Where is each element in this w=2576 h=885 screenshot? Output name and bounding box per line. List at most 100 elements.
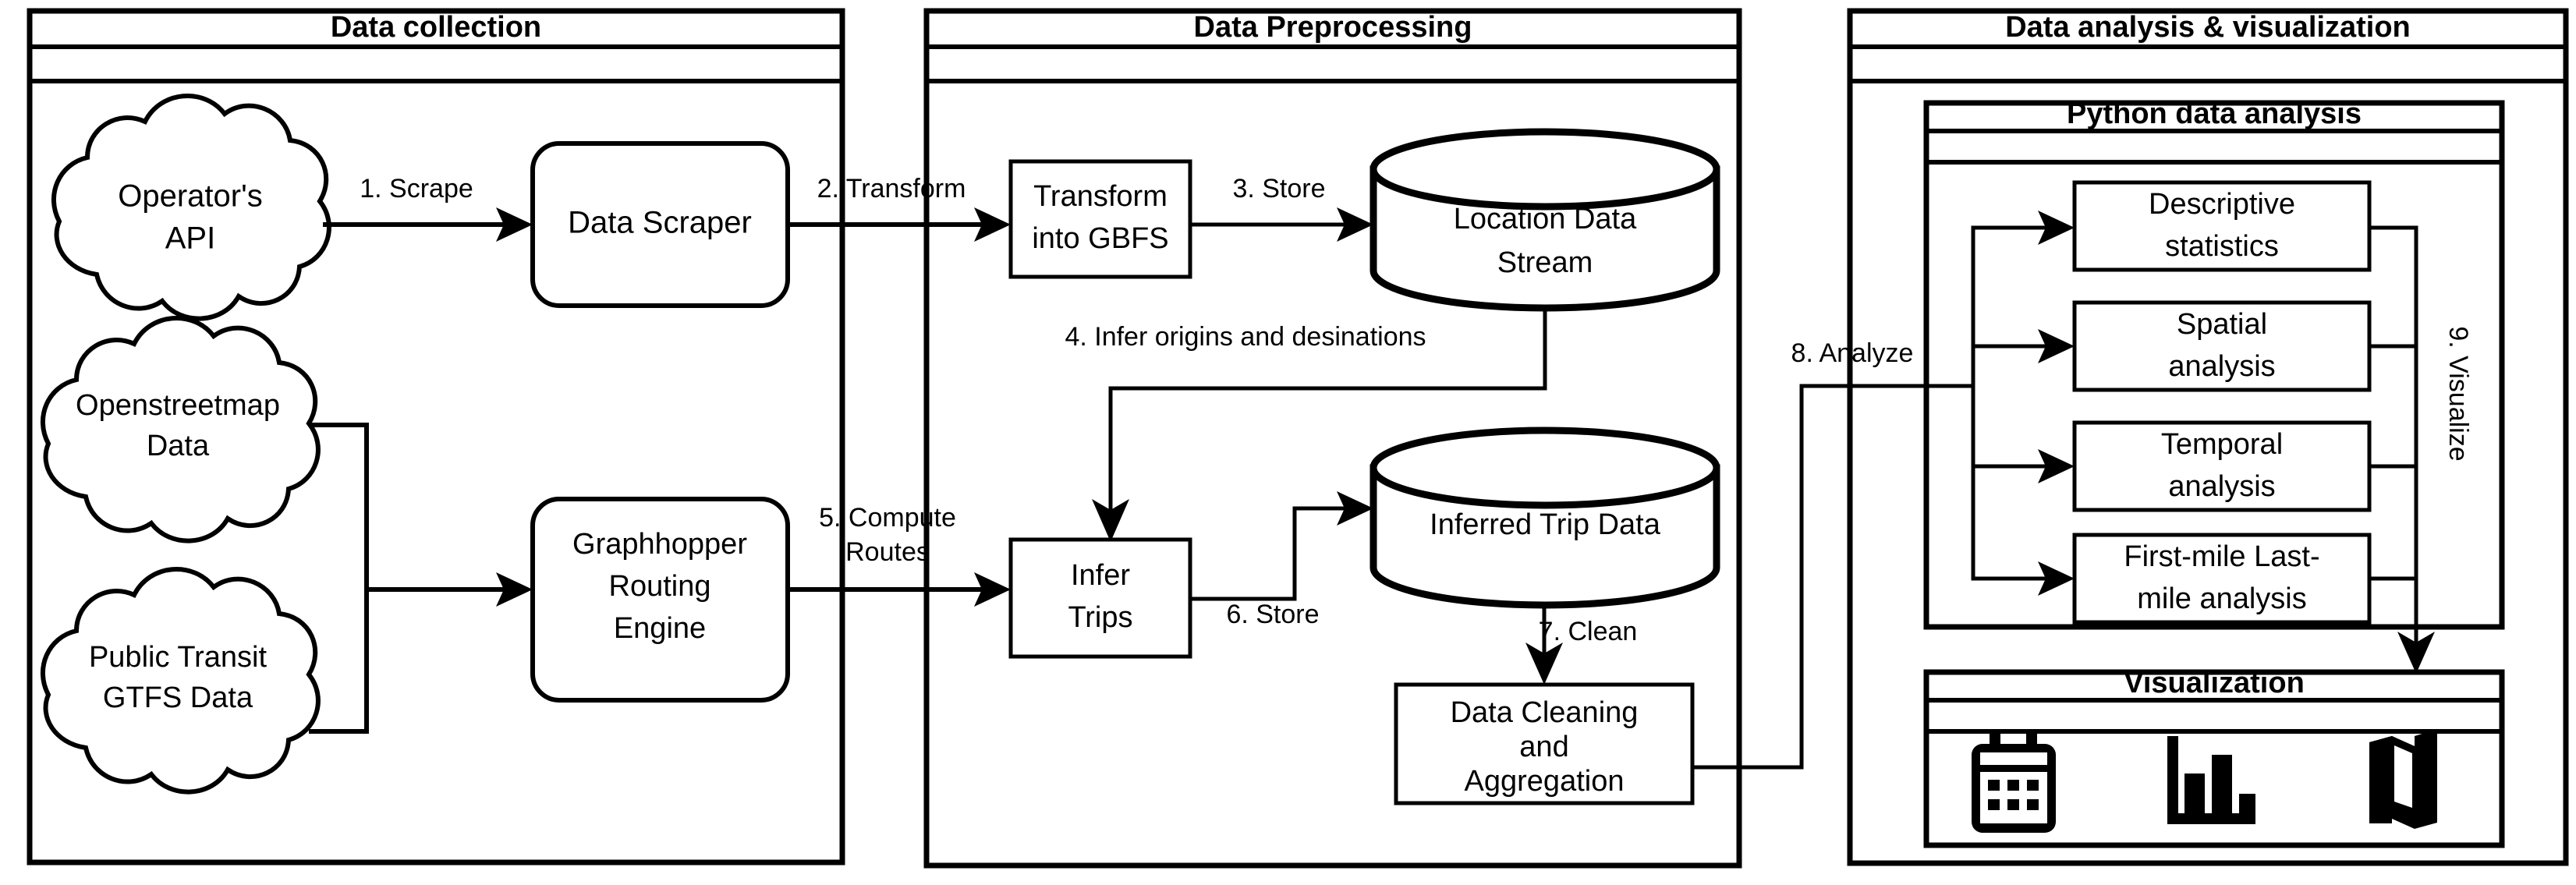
temporal-analysis-label-line2: analysis [2168, 470, 2275, 503]
first-last-mile-label-line1: First-mile Last- [2124, 540, 2319, 573]
edge-analyze-line [1692, 384, 1973, 770]
edge-analyze-descriptive-arrowhead [2038, 211, 2075, 245]
calendar-icon[interactable] [1972, 733, 2056, 833]
edge-visualize-arrowhead [2397, 632, 2435, 674]
map-icon[interactable] [2369, 729, 2437, 829]
edge-store-inferred-arrowhead [1337, 491, 1373, 526]
spatial-analysis-label-line2: analysis [2168, 350, 2275, 383]
graphhopper-label-line2: Routing [609, 570, 711, 603]
panel-data-preprocessing-border [923, 8, 1742, 869]
graphhopper-label-line1: Graphhopper [572, 528, 747, 561]
edge-analyze-temporal-arrowhead [2038, 449, 2075, 483]
edge-infer-origins-line [1108, 306, 1547, 521]
node-data-scraper[interactable]: Data Scraper [530, 141, 790, 308]
subpanel-visualization-title: Visualization [2124, 667, 2305, 699]
edge-transform-arrowhead [974, 207, 1011, 242]
node-openstreetmap-data[interactable]: Openstreetmap Data [40, 316, 321, 543]
gtfs-label-line1: Public Transit [89, 641, 268, 674]
location-data-stream-label-line2: Stream [1497, 246, 1593, 279]
edge-analyze-to-descriptive [1971, 225, 2056, 386]
descriptive-statistics-label-line1: Descriptive [2149, 188, 2295, 221]
edge-store-inferred: 6. Store [1190, 491, 1373, 629]
graphhopper-label-line3: Engine [614, 612, 706, 645]
panel-data-analysis-visualization: Data analysis & visualization [1847, 8, 2569, 866]
bar-chart-icon[interactable] [2167, 736, 2255, 824]
inferred-trip-data-label: Inferred Trip Data [1430, 508, 1661, 541]
location-data-stream-label-line1: Location Data [1454, 203, 1637, 235]
node-data-cleaning-aggregation[interactable]: Data Cleaning and Aggregation [1394, 682, 1695, 805]
subpanel-python-border [1923, 100, 2505, 630]
node-public-transit-gtfs-data[interactable]: Public Transit GTFS Data [40, 567, 321, 795]
edge-visualize-bus [2369, 225, 2418, 655]
node-transform-into-gbfs[interactable]: Transform into GBFS [1008, 159, 1192, 279]
data-cleaning-label-line3: Aggregation [1465, 765, 1625, 798]
data-cleaning-box [1394, 682, 1695, 805]
edge-clean-label: 7. Clean [1539, 617, 1638, 646]
subpanel-python-title: Python data analysis [2067, 97, 2362, 130]
edge-clean-arrowhead [1525, 643, 1563, 685]
node-spatial-analysis[interactable]: Spatial analysis [2072, 300, 2372, 392]
edge-analyze-fanout [1971, 211, 2075, 596]
node-inferred-trip-data[interactable]: Inferred Trip Data [1369, 427, 1720, 609]
edge-store-inferred-label: 6. Store [1226, 600, 1319, 629]
node-infer-trips[interactable]: Infer Trips [1008, 537, 1192, 659]
edge-osm-gtfs-to-graphhopper [309, 423, 533, 734]
spatial-analysis-label-line1: Spatial [2177, 308, 2267, 341]
node-location-data-stream[interactable]: Location Data Stream [1369, 128, 1720, 312]
transform-gbfs-label-line1: Transform [1033, 180, 1168, 213]
edge-store-location-arrowhead [1337, 207, 1373, 242]
first-last-mile-label-line2: mile analysis [2137, 582, 2307, 615]
node-descriptive-statistics[interactable]: Descriptive statistics [2072, 180, 2372, 272]
edge-scrape-label: 1. Scrape [360, 174, 473, 204]
edge-store-inferred-line [1190, 506, 1355, 601]
edge-infer-origins-destinations: 4. Infer origins and desinations [1065, 306, 1547, 542]
edge-analyze-first-last-mile-arrowhead [2038, 561, 2075, 596]
panel-data-collection-title: Data collection [331, 11, 541, 44]
graphhopper-box [530, 497, 790, 703]
edge-compute-routes: 5. Compute Routes [788, 503, 1011, 607]
subpanel-visualization: Visualization [1923, 667, 2505, 848]
data-scraper-label: Data Scraper [568, 206, 752, 240]
edge-gtfs-to-graphhopper-line [309, 589, 369, 734]
edge-infer-origins-label: 4. Infer origins and desinations [1065, 322, 1426, 352]
gtfs-label-line2: GTFS Data [103, 681, 253, 714]
panel-data-collection-border [27, 8, 845, 866]
panel-analysis-border [1847, 8, 2569, 866]
edge-transform-label: 2. Transform [817, 174, 966, 204]
edge-scrape: 1. Scrape [323, 174, 533, 242]
node-operators-api[interactable]: Operator's API [51, 94, 331, 321]
edge-osm-to-graphhopper-line [309, 423, 515, 592]
spatial-analysis-box [2072, 300, 2372, 392]
edge-graphhopper-arrowhead [496, 572, 533, 607]
edge-analyze: 8. Analyze [1692, 338, 1973, 770]
data-cleaning-label-line1: Data Cleaning [1451, 696, 1639, 729]
node-first-mile-last-mile-analysis[interactable]: First-mile Last- mile analysis [2072, 533, 2372, 625]
panel-data-preprocessing: Data Preprocessing [923, 8, 1742, 869]
edge-visualize-label: 9. Visualize [2443, 326, 2473, 461]
edge-visualize: 9. Visualize [2369, 225, 2473, 674]
infer-trips-label-line2: Trips [1068, 601, 1132, 634]
temporal-analysis-label-line1: Temporal [2161, 428, 2283, 461]
edge-store-location: 3. Store [1190, 174, 1373, 242]
node-graphhopper-routing-engine[interactable]: Graphhopper Routing Engine [530, 497, 790, 703]
edge-analyze-to-first-last-mile [1971, 466, 2056, 581]
panel-data-preprocessing-title: Data Preprocessing [1194, 11, 1472, 44]
edge-infer-origins-arrowhead [1092, 499, 1129, 542]
operators-api-label-line2: API [165, 221, 215, 256]
operators-api-cloud-shape [51, 94, 331, 321]
descriptive-statistics-label-line2: statistics [2165, 230, 2279, 263]
operators-api-label-line1: Operator's [118, 179, 263, 214]
infer-trips-label-line1: Infer [1071, 559, 1130, 592]
subpanel-python-data-analysis: Python data analysis [1923, 97, 2505, 630]
openstreetmap-label-line1: Openstreetmap [76, 389, 280, 422]
gtfs-cloud-shape [40, 567, 321, 795]
openstreetmap-label-line2: Data [147, 430, 210, 462]
edge-clean: 7. Clean [1525, 604, 1637, 685]
node-temporal-analysis[interactable]: Temporal analysis [2072, 420, 2372, 512]
edge-compute-routes-arrowhead [974, 572, 1011, 607]
edge-scrape-arrowhead [496, 207, 533, 242]
transform-gbfs-label-line2: into GBFS [1032, 222, 1168, 255]
edge-transform: 2. Transform [788, 174, 1011, 242]
